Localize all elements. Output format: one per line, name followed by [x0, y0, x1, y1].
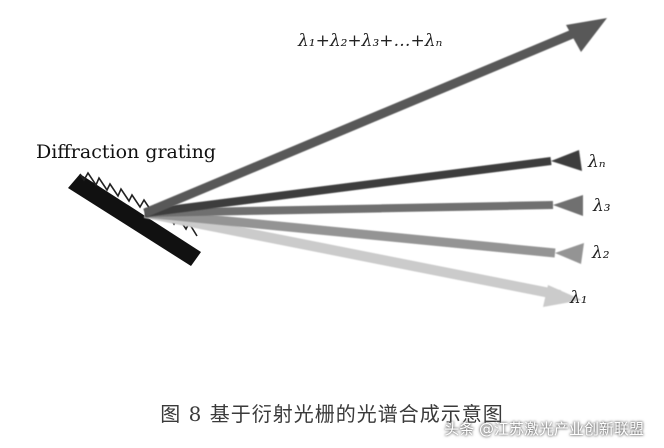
label-lambda-1: λ₁	[569, 288, 588, 308]
beam-lambda-n-arrowhead	[551, 150, 582, 171]
beam-lambda-3-arrowhead	[553, 195, 583, 216]
label-lambda-2: λ₂	[591, 243, 610, 263]
beam-lambda-1	[144, 208, 582, 307]
beam-lambda-2	[144, 208, 584, 264]
combined-beam	[143, 18, 607, 218]
beam-lambda-2-arrowhead	[555, 243, 584, 264]
beam-lambda-3	[144, 195, 583, 217]
label-lambda-3: λ₃	[592, 196, 611, 216]
label-lambda-n: λₙ	[587, 152, 606, 172]
watermark: 头条 @江苏激光产业创新联盟	[444, 420, 644, 438]
sum-label: λ₁+λ₂+λ₃+…+λₙ	[297, 31, 443, 51]
beam-lambda-1-arrowhead	[543, 285, 582, 307]
beam-lambda-n	[144, 150, 582, 217]
grating-label: Diffraction grating	[36, 141, 216, 163]
figure-caption: 图 8 基于衍射光栅的光谱合成示意图	[160, 402, 504, 426]
grating-body	[68, 174, 201, 266]
combined-beam-arrowhead	[566, 18, 607, 52]
